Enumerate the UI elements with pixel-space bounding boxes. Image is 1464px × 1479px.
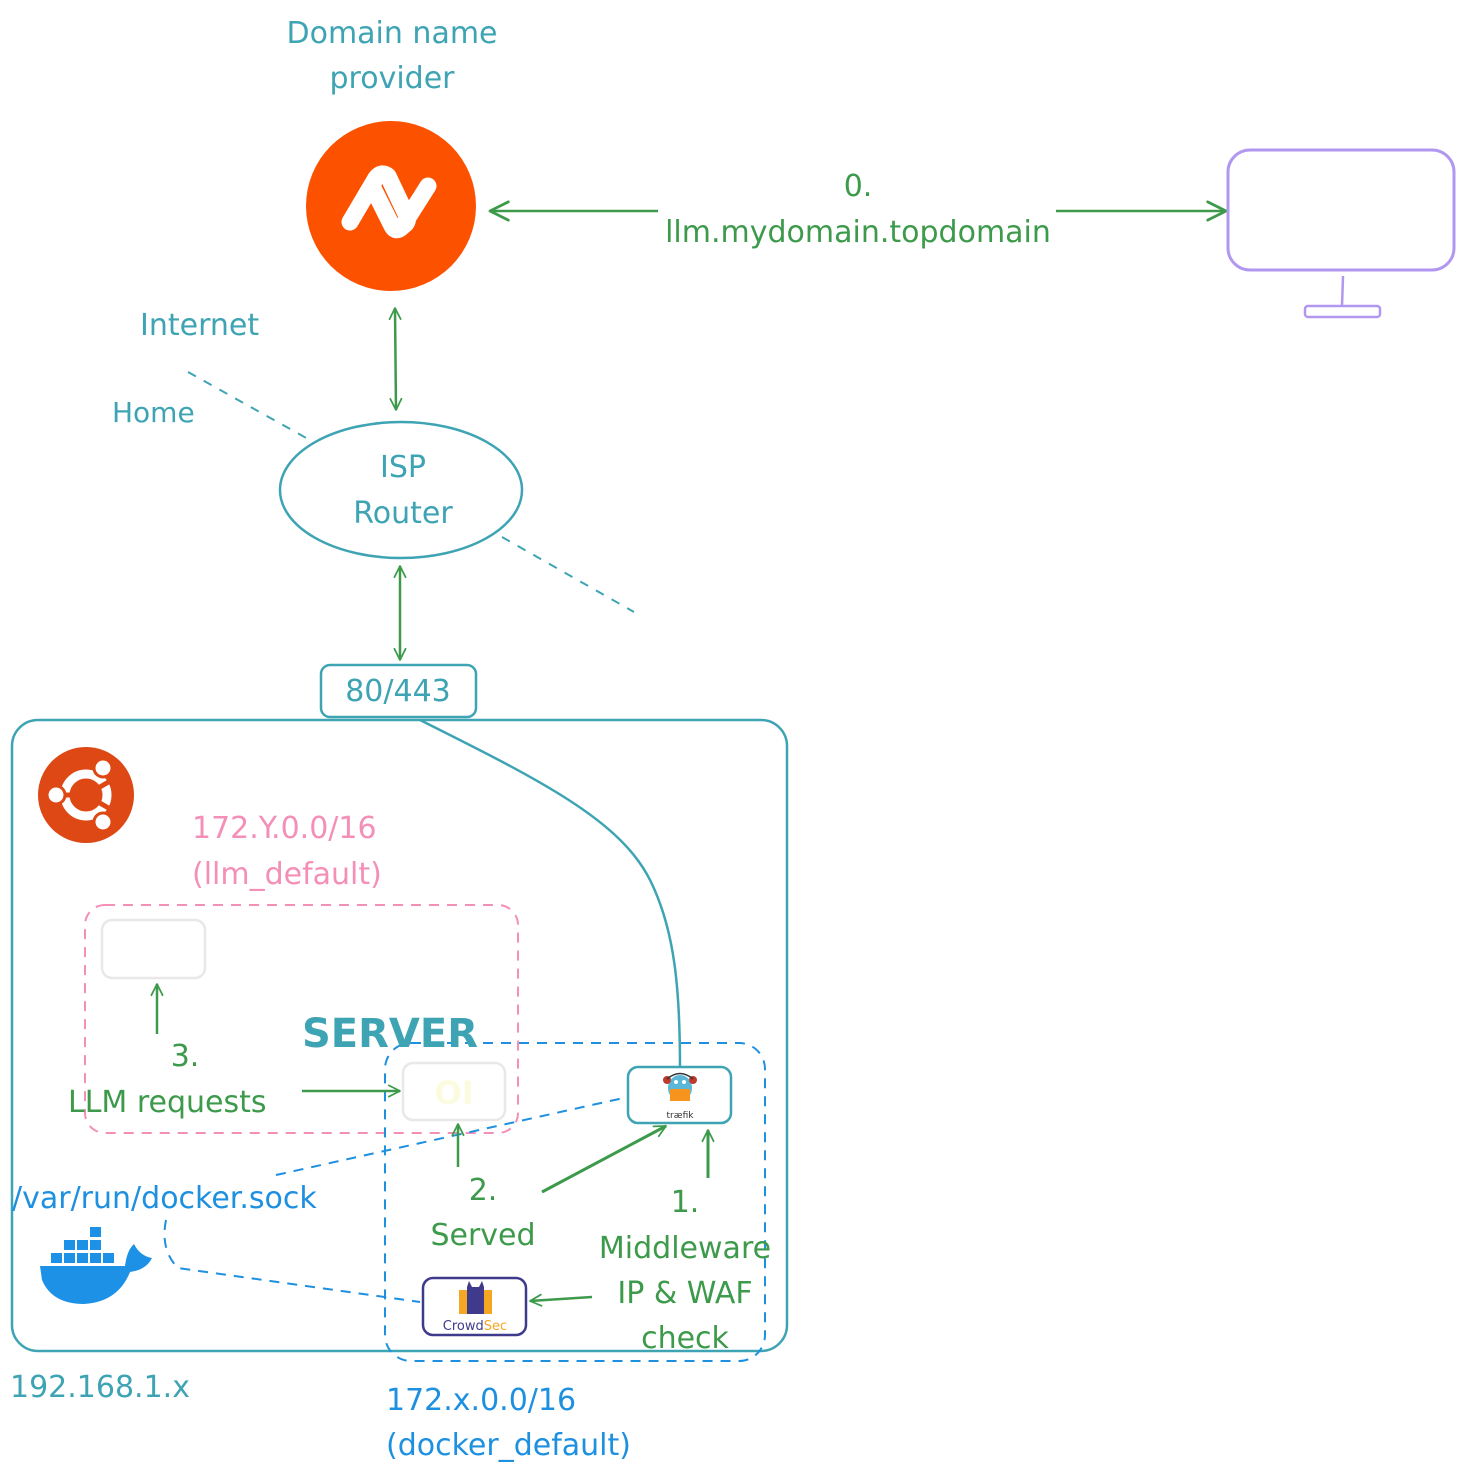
arrow-served-to-traefik xyxy=(541,1124,667,1194)
crowdsec-logo-icon[interactable]: CrowdSec xyxy=(421,1276,528,1337)
step3-text: LLM requests xyxy=(68,1085,267,1120)
llm-network-name: (llm_default) xyxy=(192,857,382,892)
internet-label: Internet xyxy=(140,308,259,343)
step2-text: Served xyxy=(430,1218,535,1253)
internet-home-boundary xyxy=(187,371,309,440)
open-webui-icon[interactable]: OI xyxy=(401,1061,507,1122)
llm-backend-box xyxy=(100,918,207,980)
crowdsec-label-crowd: Crowd xyxy=(443,1319,484,1334)
docker-network-name: (docker_default) xyxy=(386,1428,631,1463)
traefik-label: træfik xyxy=(667,1111,695,1121)
step1-line1: Middleware xyxy=(599,1231,771,1266)
home-label: Home xyxy=(112,396,195,429)
open-webui-logo-text: OI xyxy=(434,1074,473,1112)
step0-domain: llm.mydomain.topdomain xyxy=(665,215,1051,250)
ports-label: 80/443 xyxy=(345,674,451,709)
llm-network-box xyxy=(84,904,519,1134)
traefik-gopher-icon[interactable]: træfik xyxy=(626,1065,733,1125)
ubuntu-logo-icon xyxy=(38,747,134,843)
llm-network-cidr: 172.Y.0.0/16 xyxy=(192,811,377,846)
server-box xyxy=(10,718,789,1353)
isp-router-label-line1: ISP xyxy=(380,450,426,485)
step1-line2: IP & WAF xyxy=(617,1276,752,1311)
ports-to-traefik-link xyxy=(419,718,682,1069)
step3-number: 3. xyxy=(171,1039,200,1074)
docker-sock-label: /var/run/docker.sock xyxy=(12,1181,317,1216)
lan-ip-label: 192.168.1.x xyxy=(10,1370,190,1405)
arrow-middleware-to-crowdsec xyxy=(529,1293,593,1307)
docker-network-cidr: 172.x.0.0/16 xyxy=(386,1383,576,1418)
docker-network-box xyxy=(384,1042,766,1362)
docker-sock-link-lower xyxy=(163,1219,421,1303)
step1-line3: check xyxy=(641,1321,729,1356)
arrow-provider-router xyxy=(388,307,403,411)
svg-text:CrowdSec: CrowdSec xyxy=(443,1319,507,1334)
docker-whale-icon xyxy=(40,1227,152,1304)
internet-home-boundary-lower xyxy=(501,536,635,613)
step0-number: 0. xyxy=(844,169,873,204)
monitor-icon xyxy=(1226,148,1456,319)
isp-router: ISP Router xyxy=(278,420,524,560)
step2-number: 2. xyxy=(469,1173,498,1208)
step1-number: 1. xyxy=(671,1185,700,1220)
domain-provider-title-line1: Domain name xyxy=(286,16,497,51)
domain-provider-title-line2: provider xyxy=(330,61,456,96)
namecheap-logo-icon xyxy=(306,121,476,291)
crowdsec-label-sec: Sec xyxy=(484,1319,507,1334)
ports-box: 80/443 xyxy=(319,663,478,719)
isp-router-label-line2: Router xyxy=(353,496,453,531)
server-label: SERVER xyxy=(302,1011,478,1057)
